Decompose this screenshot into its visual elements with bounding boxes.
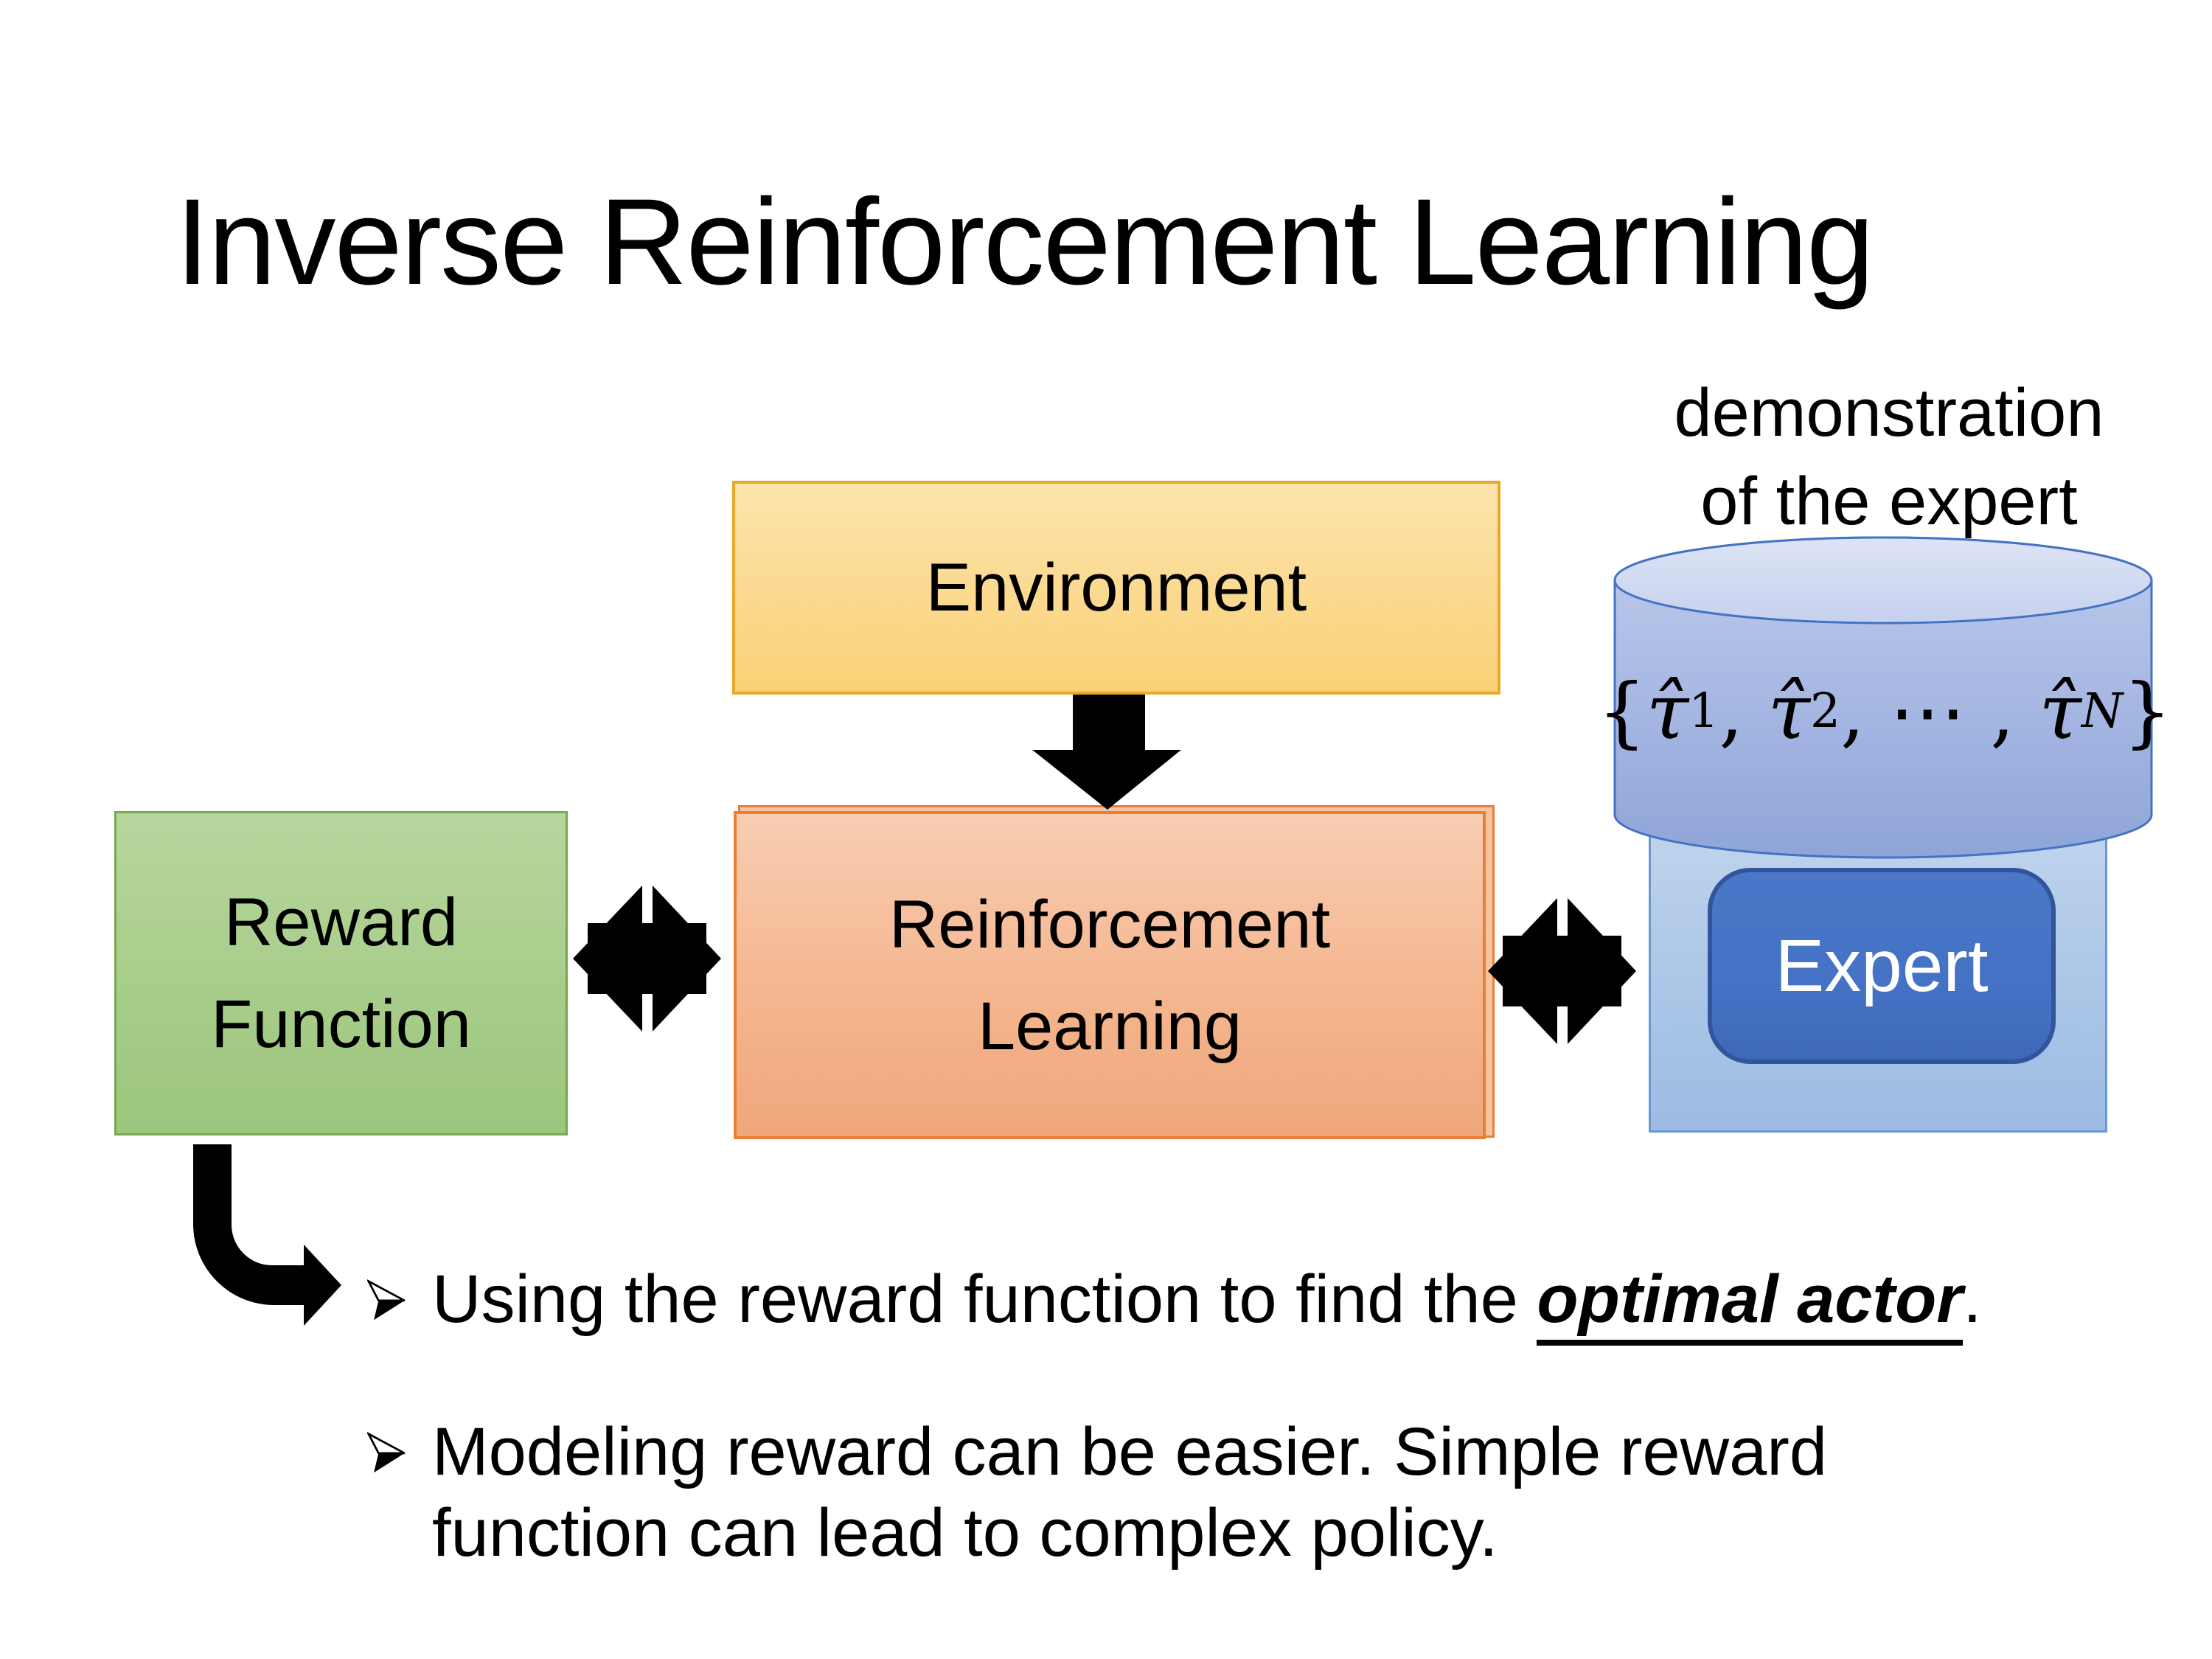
expert-box: Expert: [1708, 868, 2056, 1064]
environment-box: Environment: [732, 481, 1500, 695]
environment-label: Environment: [925, 550, 1307, 625]
bullet-arrowhead-icon: [367, 1279, 406, 1321]
demonstration-label-line2: of the expert: [1700, 464, 2078, 539]
expert-label: Expert: [1775, 925, 1989, 1007]
bullet-item-2: Modeling reward can be easier. Simple re…: [367, 1411, 2063, 1573]
bent-arrow-icon: [193, 1144, 341, 1326]
rl-label-line2: Learning: [977, 988, 1242, 1064]
bullet-2-text: Modeling reward can be easier. Simple re…: [432, 1414, 1828, 1571]
demonstration-label-line1: demonstration: [1674, 375, 2104, 451]
page-title: Inverse Reinforcement Learning: [175, 174, 1874, 310]
reward-function-box: Reward Function: [114, 811, 568, 1135]
database-cylinder-icon: [1613, 536, 2153, 859]
rl-label-line1: Reinforcement: [888, 886, 1331, 962]
bullet-1-emphasis: optimal actor: [1537, 1262, 1964, 1346]
down-arrow-icon: [1032, 695, 1181, 810]
bullet-1-prefix: Using the reward function to find the: [432, 1262, 1537, 1337]
trajectory-set-formula: {τ̂1, τ̂2, ⋯ , τ̂N}: [1597, 666, 2172, 757]
reward-label-line1: Reward: [223, 885, 458, 960]
reward-function-label: Reward Function: [211, 872, 471, 1075]
reward-label-line2: Function: [211, 987, 471, 1062]
reinforcement-learning-box: Reinforcement Learning: [734, 811, 1486, 1139]
bullet-list: Using the reward function to find the op…: [367, 1259, 2063, 1573]
bullet-1-suffix: .: [1963, 1262, 1982, 1337]
demonstration-label: demonstration of the expert: [1621, 369, 2157, 546]
double-arrow-left-icon: [573, 886, 721, 1032]
bullet-arrowhead-icon: [367, 1432, 406, 1473]
double-arrow-right-icon: [1488, 898, 1636, 1044]
bullet-item-1: Using the reward function to find the op…: [367, 1259, 2063, 1346]
reinforcement-learning-label: Reinforcement Learning: [889, 874, 1330, 1077]
